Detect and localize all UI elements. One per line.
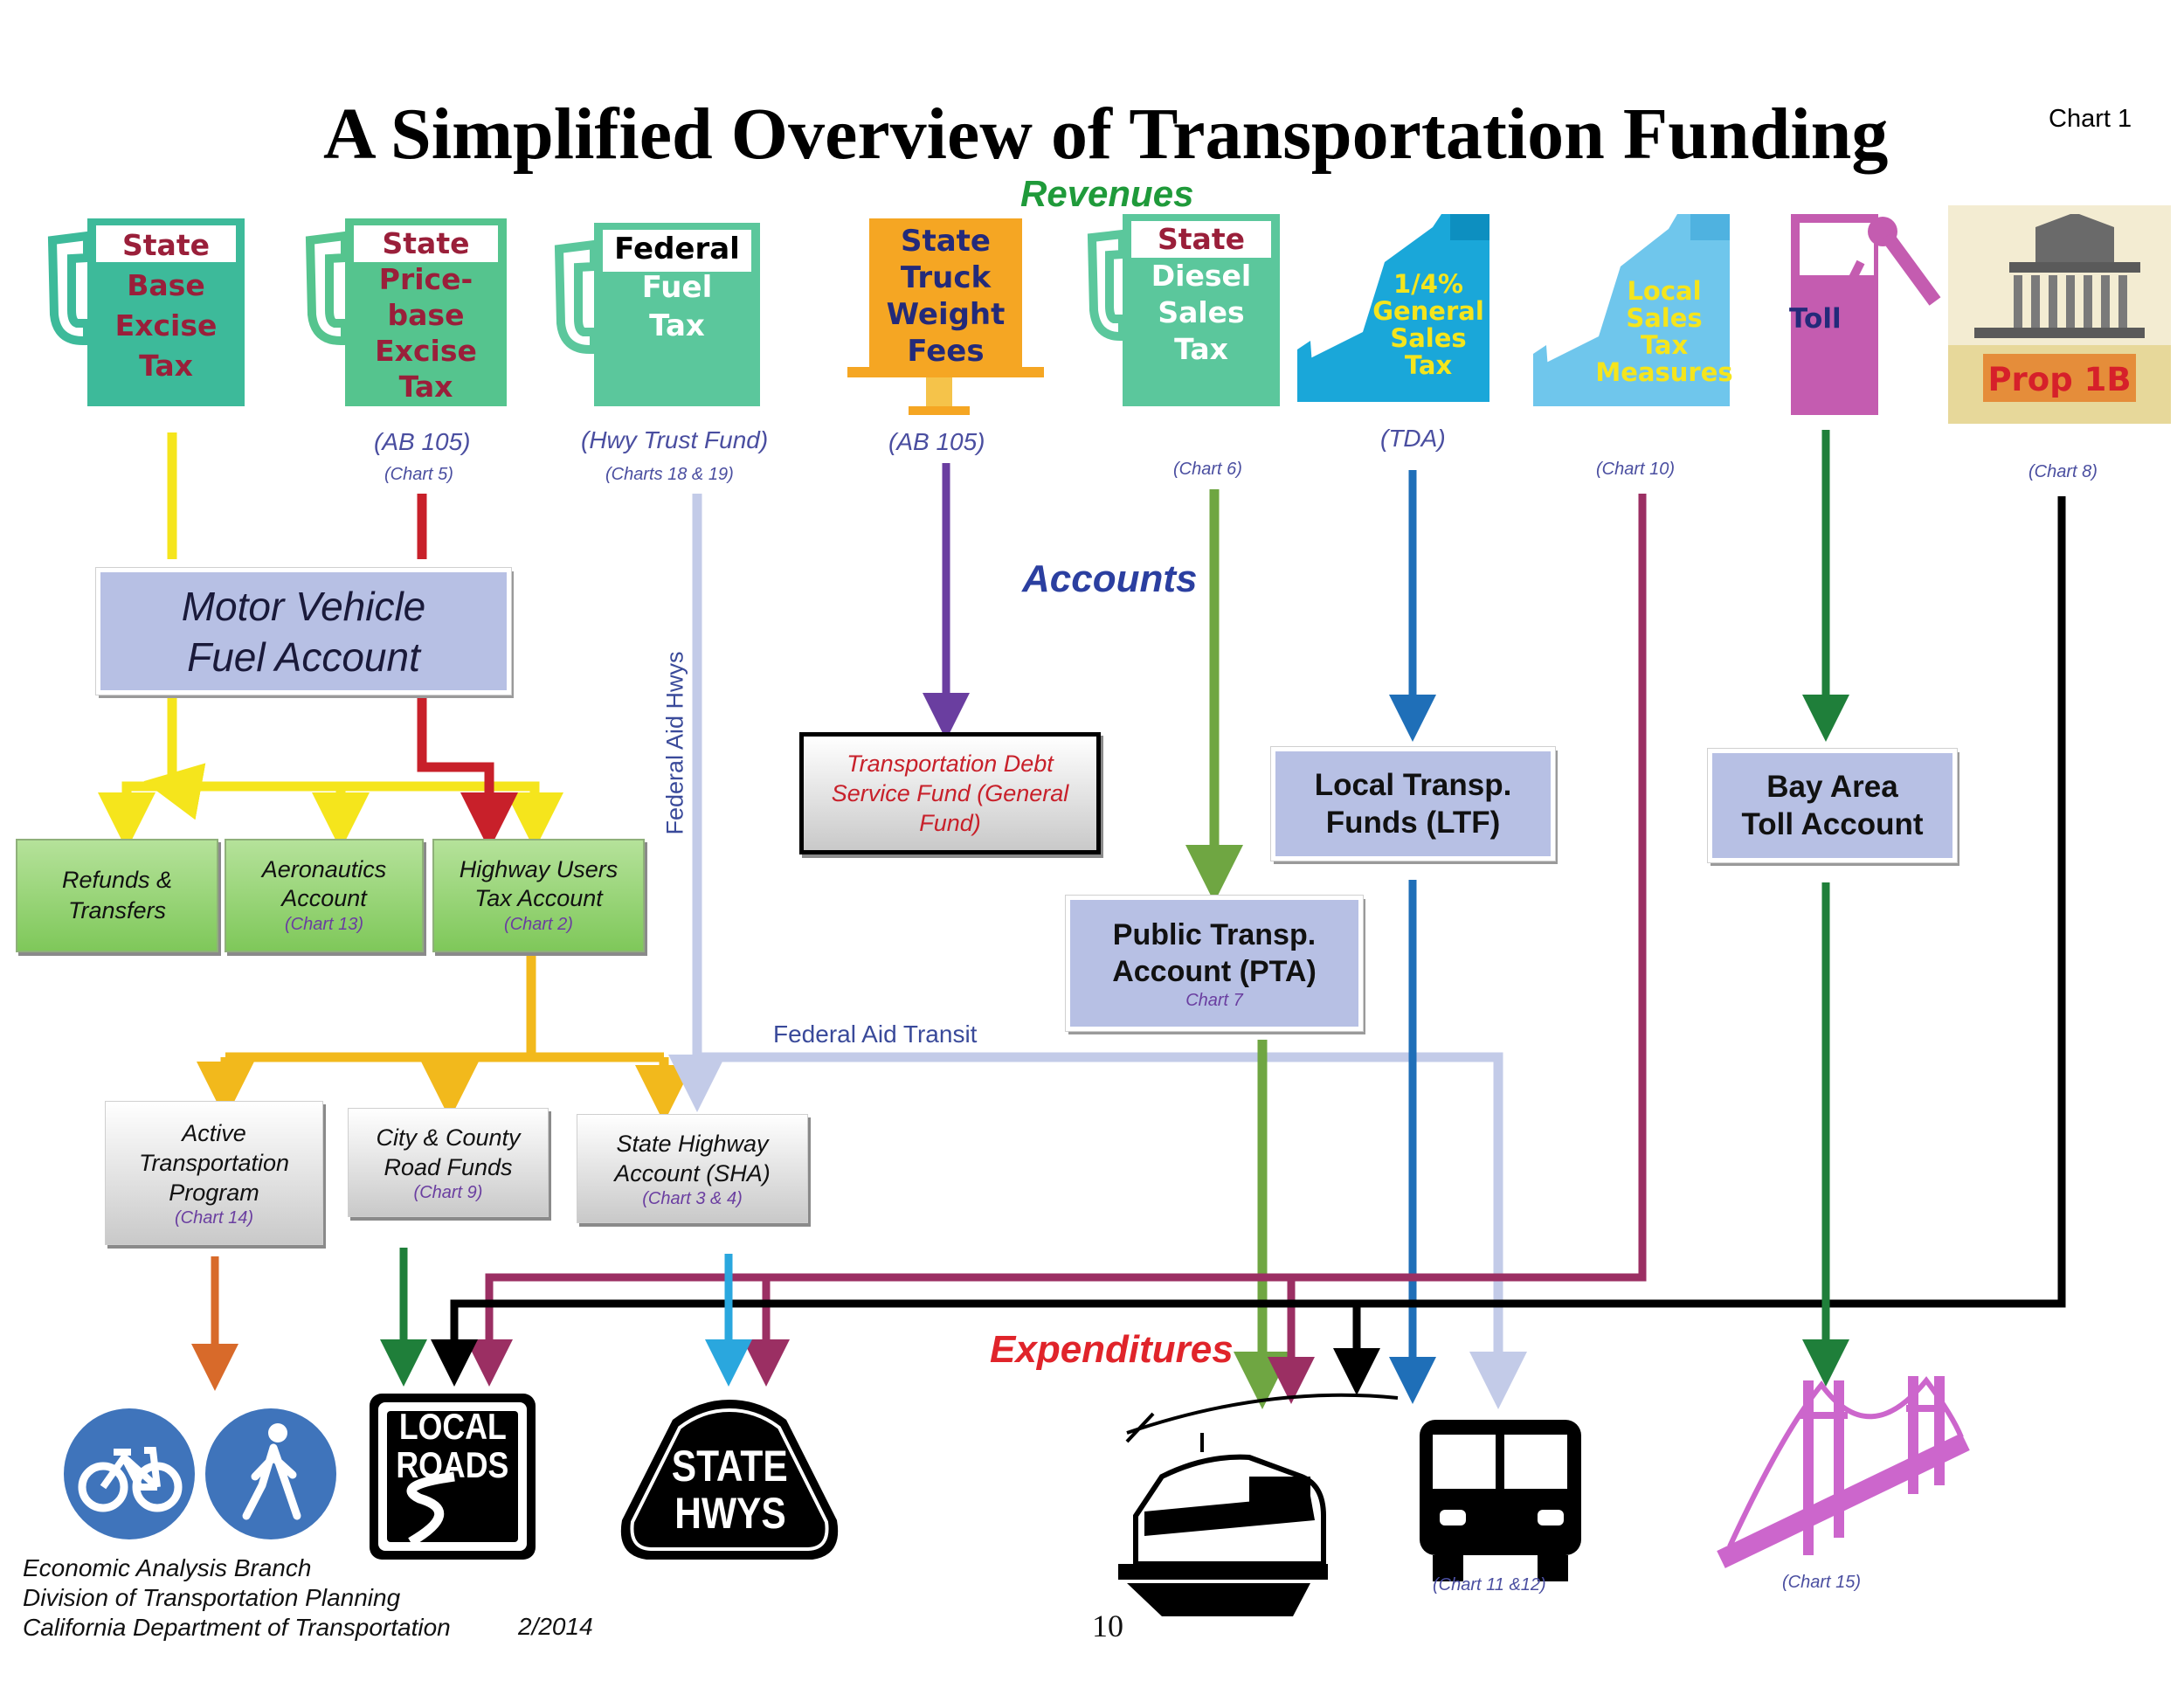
bay-area-toll-account-box: Bay Area Toll Account bbox=[1707, 748, 1958, 863]
flow-lines bbox=[98, 430, 2066, 1409]
refunds-transfers-box: Refunds & Transfers bbox=[16, 839, 218, 952]
source-state-truck-weight-fees: State Truck Weight Fees bbox=[886, 224, 1006, 369]
flow-prop-1b bbox=[431, 496, 2066, 1387]
highway-users-tax-account-box: Highway Users Tax Account (Chart 2) bbox=[432, 839, 645, 952]
cash-register-icon bbox=[1297, 214, 1489, 402]
note-tda: (TDA) bbox=[1380, 425, 1446, 452]
page-number: 10 bbox=[1092, 1608, 1123, 1643]
pedestrian-icon bbox=[205, 1408, 336, 1539]
bus-icon bbox=[1420, 1420, 1581, 1581]
flow-mvfa-distribution bbox=[121, 695, 540, 817]
chart-number-label: Chart 1 bbox=[2049, 105, 2132, 133]
flow-local-measures bbox=[466, 494, 1647, 1387]
local-roads-sign-icon bbox=[370, 1394, 536, 1560]
note-chart5: (Chart 5) bbox=[384, 465, 453, 484]
flow-huta-distribution bbox=[225, 952, 664, 1062]
cash-register-icon bbox=[1533, 214, 1730, 406]
source-quarter-percent-general-sales-tax: 1/4% General Sales Tax bbox=[1372, 269, 1484, 380]
note-hwy-trust-fund: (Hwy Trust Fund) bbox=[581, 426, 769, 453]
local-transportation-funds-box: Local Transp. Funds (LTF) bbox=[1270, 746, 1556, 861]
gas-pump-icon bbox=[47, 218, 245, 406]
note-chart8: (Chart 8) bbox=[2028, 462, 2098, 481]
active-transportation-program-box: Active Transportation Program (Chart 14) bbox=[105, 1101, 323, 1245]
gas-pump-icon bbox=[554, 223, 760, 406]
motor-vehicle-fuel-account: Motor Vehicle Fuel Account bbox=[95, 567, 512, 695]
note-chart10: (Chart 10) bbox=[1596, 460, 1676, 479]
gas-pump-icon bbox=[305, 218, 507, 406]
transportation-debt-service-fund-box: Transportation Debt Service Fund (Genera… bbox=[799, 732, 1101, 854]
state-hwys-sign-text: STATE HWYS bbox=[671, 1442, 788, 1538]
expenditures-heading: Expenditures bbox=[990, 1328, 1234, 1371]
note-ab105-truck-fees: (AB 105) bbox=[888, 428, 985, 455]
page-title: A Simplified Overview of Transportation … bbox=[323, 93, 1889, 175]
federal-aid-transit-label: Federal Aid Transit bbox=[773, 1020, 978, 1048]
note-charts-18-19: (Charts 18 & 19) bbox=[605, 465, 734, 484]
source-state-base-excise-tax: State Base Excise Tax bbox=[114, 228, 218, 383]
state-highway-account-box: State Highway Account (SHA) (Chart 3 & 4… bbox=[577, 1114, 808, 1223]
flow-price-excise-to-huta bbox=[417, 695, 518, 850]
aeronautics-account-box: Aeronautics Account (Chart 13) bbox=[225, 839, 424, 952]
bicycle-icon bbox=[64, 1408, 195, 1539]
source-state-price-base-excise-tax: State Price- base Excise Tax bbox=[375, 226, 477, 404]
federal-aid-hwys-label: Federal Aid Hwys bbox=[661, 651, 688, 835]
footer-organization: Economic Analysis Branch Division of Tra… bbox=[23, 1554, 451, 1641]
footer-date: 2/2014 bbox=[518, 1613, 593, 1640]
local-roads-sign-text: LOCAL ROADS bbox=[396, 1406, 509, 1485]
source-local-sales-tax-measures: Local Sales Tax Measures bbox=[1595, 276, 1733, 387]
revenues-heading: Revenues bbox=[1020, 173, 1194, 214]
state-highway-sign-icon bbox=[620, 1400, 839, 1560]
public-transportation-account-box: Public Transp. Account (PTA) Chart 7 bbox=[1065, 895, 1364, 1032]
note-chart15: (Chart 15) bbox=[1782, 1573, 1862, 1592]
city-county-road-funds-box: City & County Road Funds (Chart 9) bbox=[348, 1108, 549, 1217]
flow-federal-aid-transit bbox=[697, 1052, 1527, 1409]
source-toll: Toll bbox=[1789, 303, 1842, 335]
suspension-bridge-icon bbox=[1717, 1376, 1970, 1568]
note-chart-11-12: (Chart 11 &12) bbox=[1433, 1575, 1546, 1595]
toll-gate-icon bbox=[1791, 214, 1941, 415]
truck-scale-icon bbox=[847, 218, 1044, 415]
source-prop-1b: Prop 1B bbox=[1987, 361, 2132, 398]
light-rail-train-icon bbox=[1118, 1393, 1399, 1616]
gas-pump-icon bbox=[1087, 214, 1280, 406]
source-federal-fuel-tax: Federal Fuel Tax bbox=[614, 232, 740, 343]
accounts-heading: Accounts bbox=[1022, 557, 1198, 600]
capitol-building-icon bbox=[1948, 205, 2171, 424]
source-state-diesel-sales-tax: State Diesel Sales Tax bbox=[1151, 222, 1252, 366]
note-chart6: (Chart 6) bbox=[1173, 460, 1242, 479]
note-ab105-price-excise: (AB 105) bbox=[374, 428, 471, 455]
